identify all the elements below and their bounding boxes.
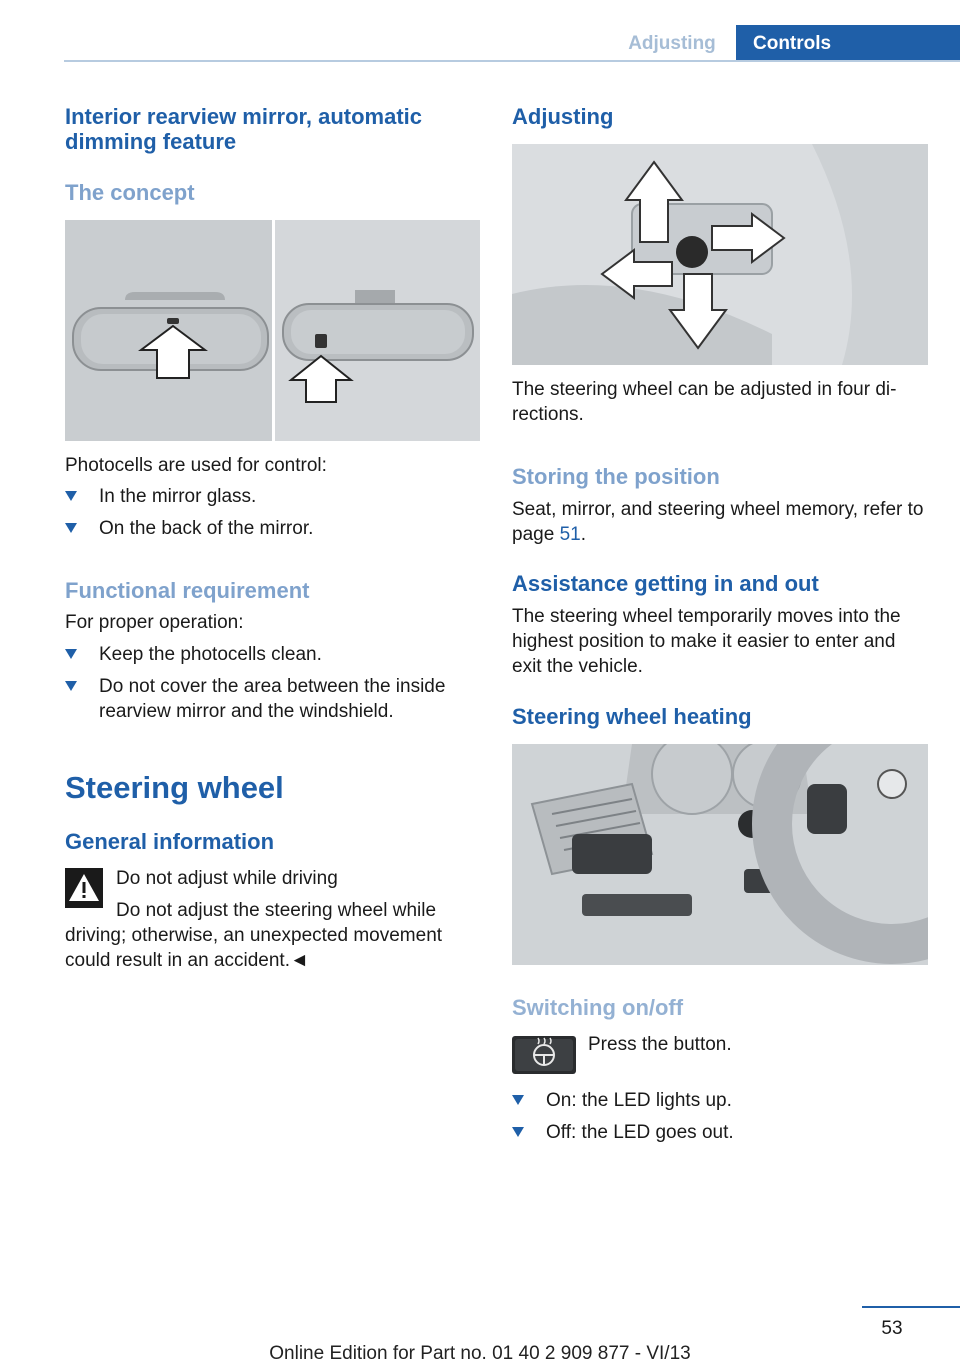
- warning-icon: [65, 868, 103, 908]
- switch-item: Off: the LED goes out.: [512, 1120, 946, 1145]
- assistance-text: The steering wheel temporarily moves int…: [512, 606, 901, 677]
- functional-item: Keep the photocells clean.: [65, 642, 489, 667]
- photocells-item: On the back of the mirror.: [65, 516, 479, 541]
- storing-position-text: Seat, mirror, and steering wheel memory,…: [512, 499, 924, 545]
- steering-adjust-photo: [512, 144, 928, 365]
- photocells-item: In the mirror glass.: [65, 484, 479, 509]
- bullet-triangle-icon: [512, 1095, 524, 1105]
- steering-heating-button-icon: [512, 1036, 576, 1074]
- steering-wheel-heading: Steering wheel: [65, 770, 284, 805]
- switch-item: On: the LED lights up.: [512, 1088, 946, 1113]
- switching-heading: Switching on/off: [512, 995, 684, 1020]
- bullet-triangle-icon: [65, 523, 77, 533]
- functional-requirement-heading: Functional requirement: [65, 578, 310, 603]
- bullet-triangle-icon: [512, 1127, 524, 1137]
- steering-heating-photo: [512, 744, 928, 965]
- functional-item: Do not cover the area between the inside…: [65, 674, 489, 724]
- concept-heading: The concept: [65, 180, 195, 205]
- adjusting-heading: Adjusting: [512, 104, 614, 129]
- bullet-triangle-icon: [65, 681, 77, 691]
- mirror-photo: [65, 220, 480, 441]
- adjusting-text: The steering wheel can be adjusted in fo…: [512, 379, 897, 425]
- steering-heating-heading: Steering wheel heating: [512, 704, 752, 729]
- general-information-heading: General information: [65, 829, 275, 854]
- assistance-heading: Assistance getting in and out: [512, 571, 819, 596]
- warning-text: Do not adjust the steering wheel while d…: [65, 900, 443, 971]
- footer-rule: [862, 1306, 960, 1308]
- bullet-triangle-icon: [65, 491, 77, 501]
- header-chapter-tab: Controls: [736, 25, 960, 62]
- switching-text: Press the button.: [588, 1034, 732, 1055]
- bullet-triangle-icon: [65, 649, 77, 659]
- header-section-label: Adjusting: [628, 33, 716, 54]
- header-rule: [64, 60, 960, 62]
- page-link[interactable]: 51: [559, 524, 581, 545]
- photocells-text: Photocells are used for control:: [65, 455, 327, 476]
- storing-position-heading: Storing the position: [512, 464, 720, 489]
- page-number: 53: [881, 1318, 903, 1339]
- functional-requirement-text: For proper operation:: [65, 612, 244, 633]
- footer-edition: Online Edition for Part no. 01 40 2 909 …: [269, 1343, 691, 1364]
- mirror-heading: Interior rearview mirror, automatic dimm…: [65, 104, 423, 154]
- warning-title: Do not adjust while driving: [116, 868, 338, 889]
